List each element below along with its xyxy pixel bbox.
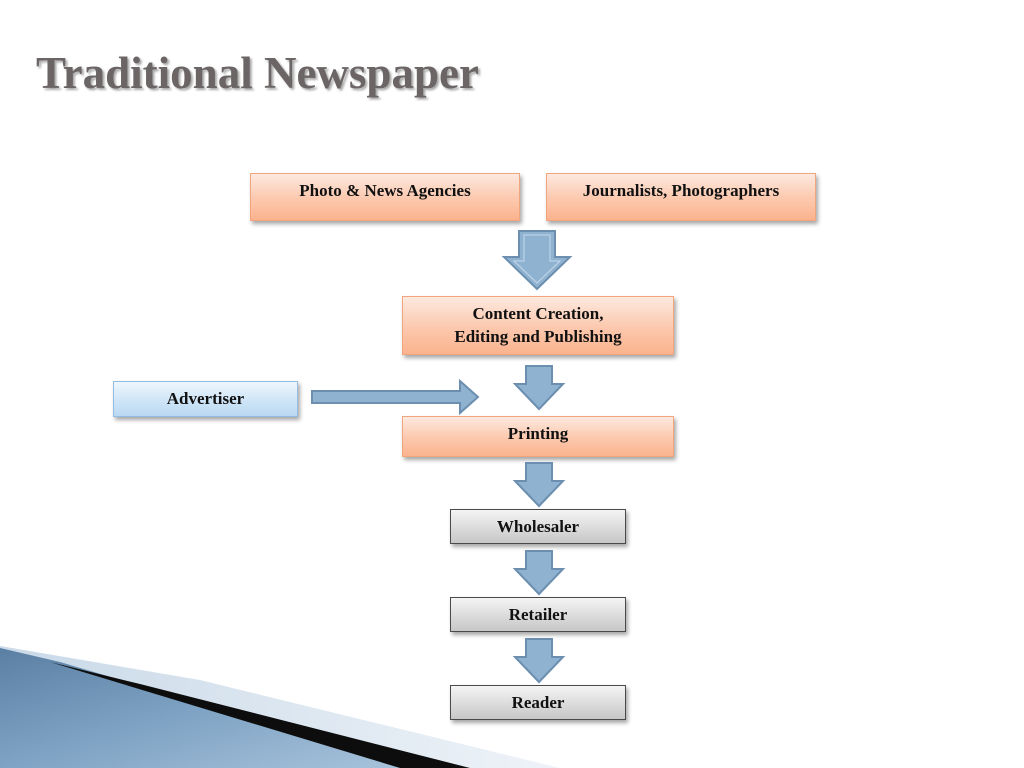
retailer-box: Retailer xyxy=(450,597,626,632)
source-box-agencies: Photo & News Agencies xyxy=(250,173,520,221)
arrow-down-to-reader xyxy=(512,638,566,684)
source-label-agencies: Photo & News Agencies xyxy=(299,181,471,200)
content-creation-line2: Editing and Publishing xyxy=(454,327,622,346)
reader-box: Reader xyxy=(450,685,626,720)
printing-label: Printing xyxy=(507,424,569,443)
advertiser-box: Advertiser xyxy=(113,381,298,417)
printing-box: Printing xyxy=(402,416,674,457)
wholesaler-label: Wholesaler xyxy=(496,517,580,536)
source-box-journalists: Journalists, Photographers xyxy=(546,173,816,221)
content-creation-line1: Content Creation, xyxy=(472,304,604,323)
arrow-right-from-advertiser xyxy=(311,378,480,416)
slide-title: Traditional Newspaper xyxy=(36,48,479,98)
advertiser-label: Advertiser xyxy=(166,389,245,408)
source-label-journalists: Journalists, Photographers xyxy=(582,181,780,200)
arrow-down-to-retailer xyxy=(512,550,566,596)
wholesaler-box: Wholesaler xyxy=(450,509,626,544)
content-creation-box: Content Creation, Editing and Publishing xyxy=(402,296,674,355)
retailer-label: Retailer xyxy=(508,605,568,624)
arrow-down-to-wholesaler xyxy=(512,462,566,508)
reader-label: Reader xyxy=(511,693,565,712)
arrow-down-to-printing xyxy=(512,365,566,411)
arrow-down-to-content xyxy=(501,230,573,291)
